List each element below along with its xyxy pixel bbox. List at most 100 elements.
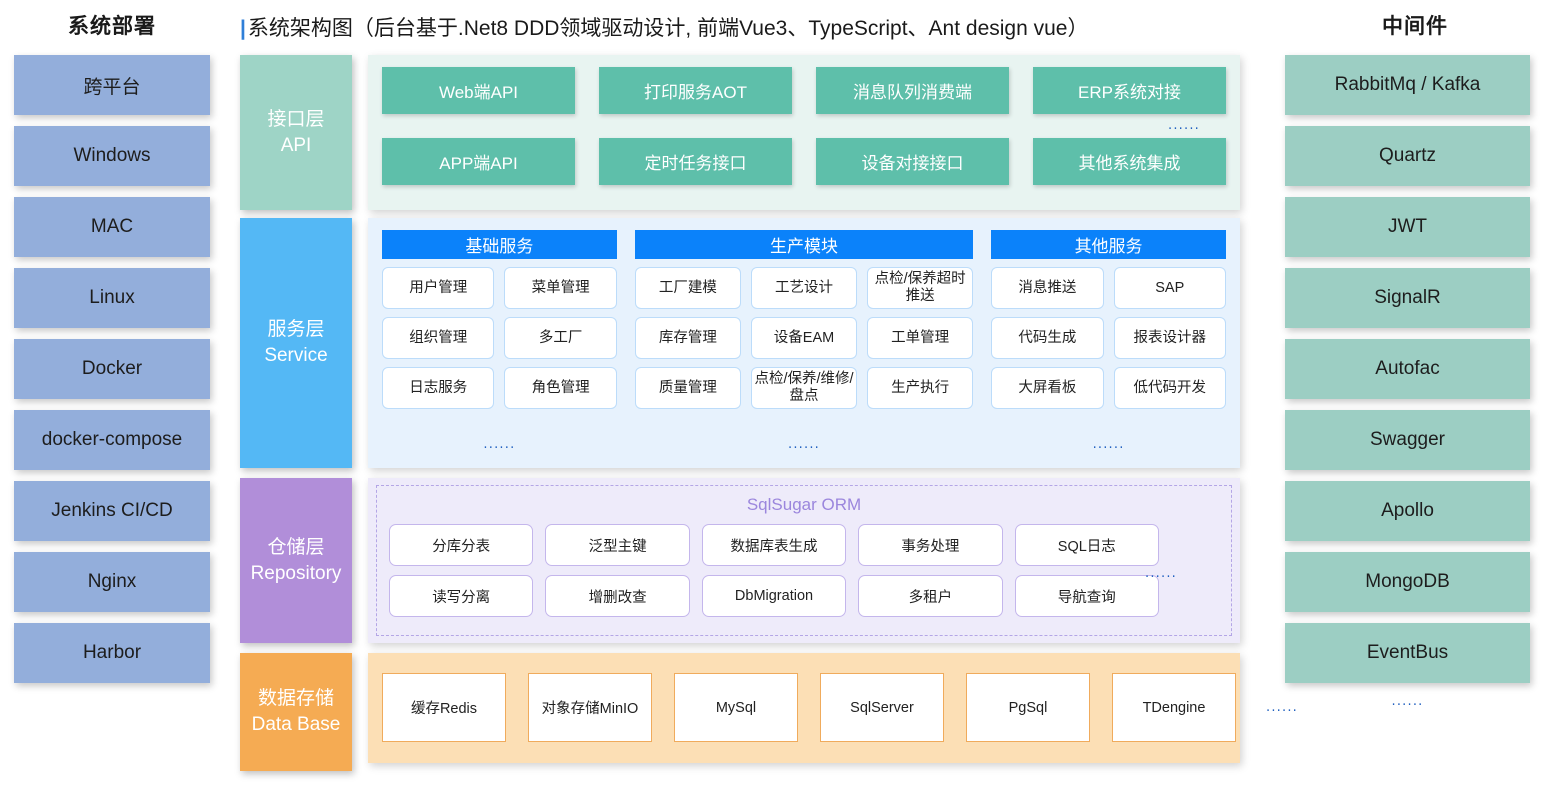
middleware-item-1[interactable]: Quartz [1285, 126, 1530, 186]
layer-label-api-cn: 接口层 [267, 108, 325, 130]
repository-cell-1[interactable]: 泛型主键 [545, 524, 690, 566]
deploy-item-3[interactable]: Linux [14, 268, 210, 328]
orm-title: SqlSugar ORM [746, 495, 862, 514]
deploy-item-2[interactable]: MAC [14, 197, 210, 257]
service-layer-panel: 基础服务用户管理菜单管理组织管理多工厂日志服务角色管理......生产模块工厂建… [368, 218, 1240, 468]
service-cell-2-1[interactable]: SAP [1113, 267, 1226, 309]
service-group-title-1: 生产模块 [634, 230, 974, 259]
service-cell-1-2[interactable]: 点检/保养超时推送 [867, 267, 974, 309]
service-group-0: 基础服务用户管理菜单管理组织管理多工厂日志服务角色管理...... [382, 230, 617, 456]
service-cell-1-1[interactable]: 工艺设计 [750, 267, 858, 309]
service-cell-2-0[interactable]: 消息推送 [991, 267, 1104, 309]
api-box-2[interactable]: 消息队列消费端 [816, 67, 1009, 114]
middleware-item-0[interactable]: RabbitMq / Kafka [1285, 55, 1530, 115]
service-group-ellipsis-1: ...... [788, 437, 820, 452]
repository-layer-panel: SqlSugar ORM 分库分表泛型主键数据库表生成事务处理 SQL日志读写分离… [368, 478, 1240, 643]
service-cell-0-1[interactable]: 菜单管理 [504, 267, 617, 309]
api-box-0[interactable]: Web端API [382, 67, 575, 114]
service-cell-1-3[interactable]: 库存管理 [634, 317, 741, 359]
service-cell-1-5[interactable]: 工单管理 [867, 317, 974, 359]
deploy-item-8[interactable]: Harbor [14, 623, 210, 683]
service-cell-1-0[interactable]: 工厂建模 [634, 267, 741, 309]
database-layer-panel: 缓存Redis 对象存储MinIO MySql SqlServer PgSql TDeng… [368, 653, 1297, 763]
database-cell-0[interactable]: 缓存Redis [382, 673, 506, 742]
api-layer-panel: Web端API 打印服务AOT 消息队列消费端 ERP系统对接 APP端API 定时任务接… [368, 55, 1240, 210]
diagram-title: |系统架构图（后台基于.Net8 DDD领域驱动设计, 前端Vue3、TypeS… [240, 12, 1088, 42]
layer-label-database-cn: 数据存储 [257, 688, 334, 710]
repository-cell-6[interactable]: 增删改查 [545, 575, 690, 617]
api-box-5[interactable]: 定时任务接口 [599, 138, 792, 185]
service-cell-0-4[interactable]: 日志服务 [382, 367, 495, 409]
api-box-1[interactable]: 打印服务AOT [599, 67, 792, 114]
service-group-title-2: 其他服务 [991, 230, 1226, 259]
service-group-cells-0: 用户管理菜单管理组织管理多工厂日志服务角色管理 [382, 267, 617, 409]
orm-dashed-container: SqlSugar ORM 分库分表泛型主键数据库表生成事务处理 SQL日志读写分离… [376, 485, 1232, 636]
deploy-item-7[interactable]: Nginx [14, 552, 210, 612]
repository-cell-9[interactable]: 导航查询 [1014, 575, 1159, 617]
middleware-item-6[interactable]: Apollo [1285, 481, 1530, 541]
deploy-item-4[interactable]: Docker [14, 339, 210, 399]
service-cell-1-8[interactable]: 生产执行 [867, 367, 974, 409]
database-cell-3[interactable]: SqlServer [820, 673, 944, 742]
database-cell-1[interactable]: 对象存储MinIO [528, 673, 652, 742]
title-bar-accent: | [240, 17, 246, 40]
service-cell-2-5[interactable]: 低代码开发 [1113, 367, 1226, 409]
middleware-item-2[interactable]: JWT [1285, 197, 1530, 257]
service-cell-0-2[interactable]: 组织管理 [382, 317, 495, 359]
api-layer-ellipsis: ...... [1168, 118, 1200, 133]
service-group-title-0: 基础服务 [382, 230, 617, 259]
deploy-item-6[interactable]: Jenkins CI/CD [14, 481, 210, 541]
middleware-item-3[interactable]: SignalR [1285, 268, 1530, 328]
layer-label-api-en: API [280, 134, 312, 156]
deploy-column-title: 系统部署 [68, 15, 156, 38]
middleware-ellipsis: ...... [1391, 694, 1424, 709]
repository-cell-4[interactable]: SQL日志 [1014, 524, 1159, 566]
middleware-item-4[interactable]: Autofac [1285, 339, 1530, 399]
layer-label-repository-cn: 仓储层 [267, 536, 325, 558]
api-box-6[interactable]: 设备对接接口 [816, 138, 1009, 185]
deploy-item-0[interactable]: 跨平台 [14, 55, 210, 115]
repository-cell-2[interactable]: 数据库表生成 [701, 524, 847, 566]
service-cell-2-4[interactable]: 大屏看板 [991, 367, 1104, 409]
layer-label-api: 接口层 API [240, 55, 352, 210]
repository-cell-3[interactable]: 事务处理 [858, 524, 1003, 566]
layer-label-service-en: Service [264, 345, 328, 366]
service-cell-1-6[interactable]: 质量管理 [634, 367, 741, 409]
service-cell-1-7[interactable]: 点检/保养/维修/盘点 [750, 367, 858, 409]
service-group-ellipsis-0: ...... [483, 437, 516, 452]
service-cell-2-2[interactable]: 代码生成 [991, 317, 1104, 359]
api-box-4[interactable]: APP端API [382, 138, 575, 185]
repository-cell-7[interactable]: DbMigration [701, 575, 847, 617]
deploy-item-5[interactable]: docker-compose [14, 410, 210, 470]
middleware-item-5[interactable]: Swagger [1285, 410, 1530, 470]
service-cell-0-5[interactable]: 角色管理 [504, 367, 617, 409]
api-box-7[interactable]: 其他系统集成 [1033, 138, 1226, 185]
deploy-item-1[interactable]: Windows [14, 126, 210, 186]
service-group-ellipsis-2: ...... [1092, 437, 1125, 452]
layer-label-repository: 仓储层 Repository [240, 478, 352, 643]
repository-layer-ellipsis: ...... [1145, 566, 1177, 581]
service-cell-0-0[interactable]: 用户管理 [382, 267, 495, 309]
layer-label-repository-en: Repository [250, 562, 342, 584]
layer-label-database: 数据存储 Data Base [240, 653, 352, 771]
service-cell-2-3[interactable]: 报表设计器 [1113, 317, 1226, 359]
repository-cell-5[interactable]: 读写分离 [389, 575, 534, 617]
database-cell-4[interactable]: PgSql [966, 673, 1090, 742]
database-cell-5[interactable]: TDengine [1112, 673, 1236, 742]
repository-cell-8[interactable]: 多租户 [858, 575, 1003, 617]
service-cell-0-3[interactable]: 多工厂 [504, 317, 617, 359]
repository-cell-0[interactable]: 分库分表 [389, 524, 534, 566]
database-cell-2[interactable]: MySql [674, 673, 798, 742]
middleware-item-7[interactable]: MongoDB [1285, 552, 1530, 612]
service-cell-1-4[interactable]: 设备EAM [750, 317, 858, 359]
api-box-3[interactable]: ERP系统对接 [1033, 67, 1226, 114]
middleware-item-8[interactable]: EventBus [1285, 623, 1530, 683]
layer-label-database-en: Data Base [251, 714, 341, 735]
